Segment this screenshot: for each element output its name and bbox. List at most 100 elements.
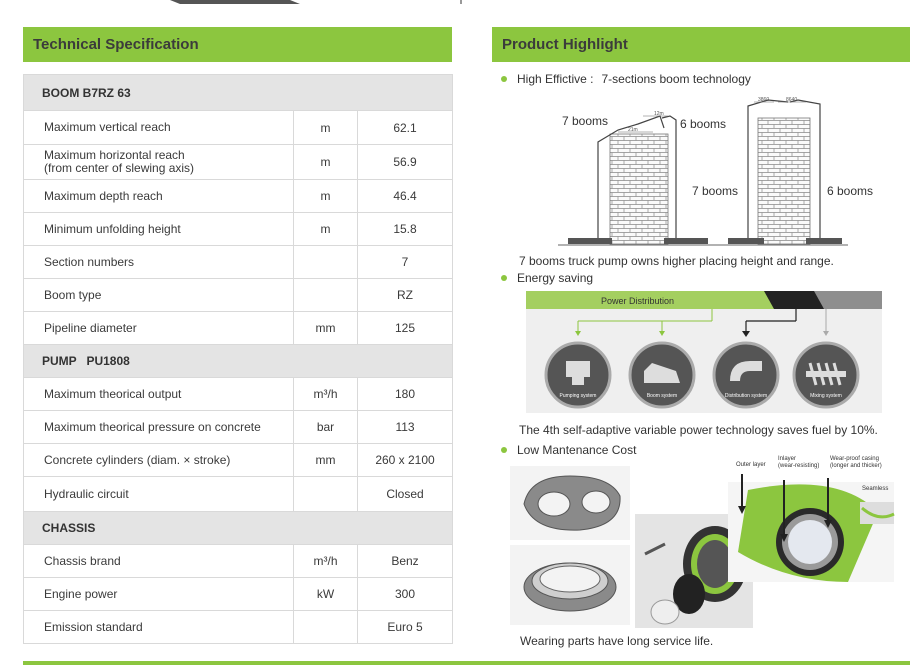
spec-label: Maximum horizontal reach (from center of… (23, 144, 294, 180)
section-title: PUMP PU1808 (22, 344, 454, 378)
bullet-dot-icon (501, 76, 507, 82)
spec-label: Concrete cylinders (diam. × stroke) (23, 443, 294, 477)
inlayer-label: Inlayer (778, 456, 796, 462)
spec-value: RZ (356, 278, 454, 312)
table-row: Maximum theorical output m³/h 180 (23, 377, 454, 411)
spec-value: 56.9 (356, 144, 454, 180)
spec-unit: m (293, 110, 358, 145)
dim-label: 3860 (758, 97, 769, 103)
spec-label: Emission standard (23, 610, 294, 644)
table-row: Maximum horizontal reach (from center of… (23, 144, 454, 180)
spec-unit (293, 245, 358, 279)
dim-label: 12m (654, 111, 664, 117)
technical-specification-header: Technical Specification (23, 27, 452, 62)
spec-unit: m (293, 212, 358, 246)
power-distribution-figure: Power Distribution Pumping system Boom s… (526, 291, 882, 413)
spec-value: Euro 5 (356, 610, 454, 644)
section-row-boom: BOOM B7RZ 63 (22, 74, 454, 111)
wear-proof-label: Wear-proof casing (830, 456, 879, 462)
footer-divider (23, 661, 910, 665)
bullet-dot-icon (501, 447, 507, 453)
product-highlight-header: Product Highlight (492, 27, 910, 62)
power-distribution-label: Power Distribution (601, 296, 674, 306)
spec-unit: m (293, 179, 358, 213)
left-6-booms-label: 6 booms (680, 117, 726, 131)
spec-value: Benz (356, 544, 454, 578)
spec-label-line2: (from center of slewing axis) (44, 161, 195, 175)
spec-label: Section numbers (23, 245, 294, 279)
spec-value: 15.8 (356, 212, 454, 246)
spec-label: Maximum depth reach (23, 179, 294, 213)
cutting-ring-image (510, 545, 630, 625)
spec-value: 180 (356, 377, 454, 411)
highlight-high-effective: High Effictive : 7-sections boom technol… (501, 72, 751, 86)
delivery-pipe-figure: Outer layer Inlayer (wear-resisting) Wea… (728, 456, 895, 582)
spec-value: 46.4 (356, 179, 454, 213)
technical-specification-title: Technical Specification (33, 36, 199, 53)
table-row: Maximum vertical reach m 62.1 (23, 110, 454, 145)
section-title: BOOM B7RZ 63 (22, 74, 454, 111)
table-row: Minimum unfolding height m 15.8 (23, 212, 454, 246)
spec-value: 62.1 (356, 110, 454, 145)
spec-unit: m (293, 144, 358, 180)
spec-value: 7 (356, 245, 454, 279)
pumping-system-icon (544, 341, 612, 409)
right-7-booms-label: 7 booms (692, 184, 738, 198)
table-row: Chassis brand m³/h Benz (23, 544, 454, 578)
spec-value: 300 (356, 577, 454, 611)
left-7-booms-label: 7 booms (562, 114, 608, 128)
spec-unit (293, 610, 358, 644)
table-row: Emission standard Euro 5 (23, 610, 454, 644)
highlight-label: High Effictive : (517, 72, 594, 86)
spec-label: Chassis brand (23, 544, 294, 578)
top-decoration (170, 0, 462, 4)
highlight-label: Low Mantenance Cost (517, 443, 637, 457)
spec-unit (293, 476, 358, 512)
caption-high-effective: 7 booms truck pump owns higher placing h… (519, 254, 834, 268)
wear-plate-image (510, 466, 630, 540)
spec-label-line1: Maximum horizontal reach (44, 148, 185, 162)
inlayer-sub-label: (wear-resisting) (778, 463, 819, 469)
spec-label: Engine power (23, 577, 294, 611)
seamless-label: Seamless (862, 486, 888, 492)
caption-low-maintenance: Wearing parts have long service life. (520, 634, 714, 648)
system-label: Pumping system (560, 393, 597, 399)
spec-unit: bar (293, 410, 358, 444)
spec-value: 125 (356, 311, 454, 345)
product-highlight-title: Product Highlight (502, 36, 628, 53)
spec-value: 260 x 2100 (356, 443, 454, 477)
table-row: Concrete cylinders (diam. × stroke) mm 2… (23, 443, 454, 477)
highlight-energy-saving: Energy saving (501, 271, 593, 285)
table-row: Engine power kW 300 (23, 577, 454, 611)
spec-label: Boom type (23, 278, 294, 312)
spec-unit: m³/h (293, 544, 358, 578)
spec-unit (293, 278, 358, 312)
spec-unit: m³/h (293, 377, 358, 411)
distribution-system-icon (712, 341, 780, 409)
highlight-label: Energy saving (517, 271, 594, 285)
right-6-booms-label: 6 booms (827, 184, 873, 198)
system-label: Mixing system (810, 393, 842, 399)
spec-value: Closed (356, 476, 454, 512)
table-row: Maximum theorical pressure on concrete b… (23, 410, 454, 444)
table-row: Maximum depth reach m 46.4 (23, 179, 454, 213)
spec-label: Hydraulic circuit (23, 476, 294, 512)
spec-label: Pipeline diameter (23, 311, 294, 345)
table-row: Boom type RZ (23, 278, 454, 312)
spec-value: 113 (356, 410, 454, 444)
boom-system-icon (628, 341, 696, 409)
dim-label: 21m (628, 127, 638, 133)
highlight-low-maintenance: Low Mantenance Cost (501, 443, 636, 457)
spec-unit: mm (293, 443, 358, 477)
system-label: Distribution system (725, 393, 767, 399)
spec-unit: mm (293, 311, 358, 345)
section-row-pump: PUMP PU1808 (22, 344, 454, 378)
mixing-system-icon (792, 341, 860, 409)
table-row: Pipeline diameter mm 125 (23, 311, 454, 345)
caption-energy-saving: The 4th self-adaptive variable power tec… (519, 423, 878, 437)
spec-table: BOOM B7RZ 63 Maximum vertical reach m 62… (22, 74, 454, 644)
table-row: Section numbers 7 (23, 245, 454, 279)
spec-label: Maximum theorical output (23, 377, 294, 411)
wear-proof-sub-label: (longer and thicker) (830, 463, 882, 469)
highlight-text: 7-sections boom technology (601, 72, 751, 86)
